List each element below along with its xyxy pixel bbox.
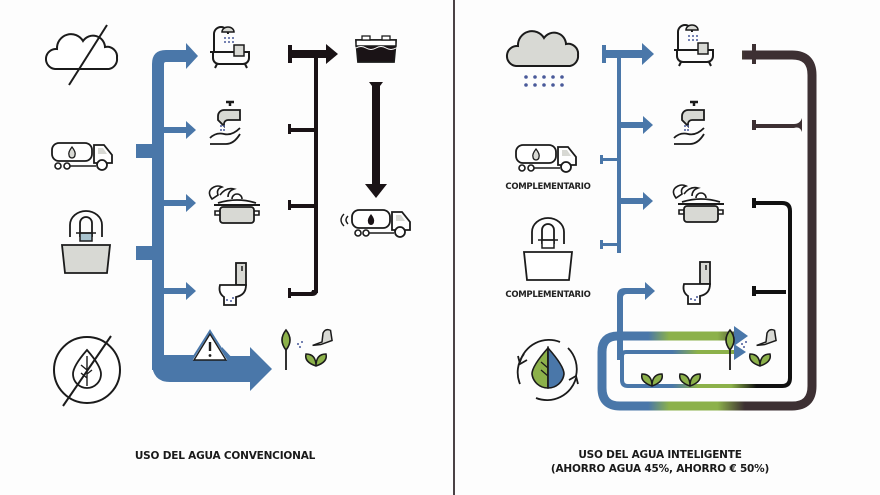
water-tank-icon: [523, 217, 573, 281]
toilet-icon: [218, 262, 247, 306]
faucet-hands-icon: [208, 100, 242, 146]
cloud-crossed-icon: [45, 24, 119, 86]
bathtub-shower-icon: [209, 26, 251, 69]
bathtub-shower-icon: [673, 24, 715, 67]
water-truck-icon: [51, 142, 113, 171]
water-truck-icon: [515, 144, 577, 173]
conventional-panel: [45, 24, 411, 407]
leaf-drop-crossed-icon: [53, 335, 121, 407]
smart-panel: [506, 24, 817, 411]
recycle-loop-inner: [620, 201, 792, 388]
smart-caption-title: USO DEL AGUA INTELIGENTE: [578, 449, 742, 461]
faucet-hands-icon: [672, 100, 706, 146]
garden-watering-icon: [281, 327, 335, 371]
black-pipes: [752, 198, 786, 296]
waste-truck-icon: [340, 209, 411, 238]
supply-pipe: [600, 43, 655, 360]
complementary-truck-label: COMPLEMENTARIO: [505, 182, 591, 192]
complementary-tank-label: COMPLEMENTARIO: [505, 290, 591, 300]
smart-caption: USO DEL AGUA INTELIGENTE (AHORRO AGUA 45…: [520, 448, 800, 476]
smart-caption-savings: (AHORRO AGUA 45%, AHORRO € 50%): [550, 463, 770, 475]
grey-water-pipes: [752, 44, 802, 132]
sewage-tank-icon: [355, 35, 397, 63]
water-tank-icon: [61, 210, 111, 274]
supply-pipe: [136, 43, 272, 391]
wastewater-pipe: [288, 44, 338, 298]
toilet-icon: [682, 261, 711, 305]
rain-cloud-icon: [506, 30, 580, 87]
recycle-loop-outer: [597, 50, 817, 411]
warning-triangle-icon: [189, 329, 231, 362]
conventional-caption: USO DEL AGUA CONVENCIONAL: [134, 450, 316, 462]
recycle-leaf-drop-icon: [516, 339, 579, 401]
cooking-pot-icon: [672, 184, 725, 223]
cooking-pot-icon: [208, 185, 261, 224]
down-arrow: [365, 82, 387, 198]
